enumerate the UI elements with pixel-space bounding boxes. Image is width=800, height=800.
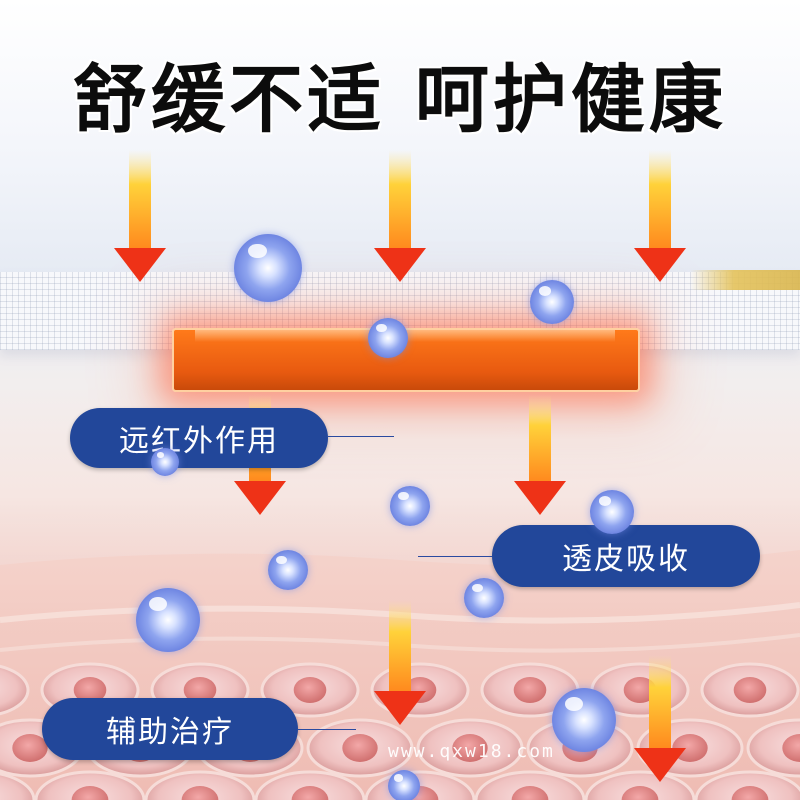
cell-nucleus	[672, 734, 708, 762]
down-arrow-icon	[374, 600, 426, 725]
watermark-text: www.qxw18.com	[388, 741, 555, 762]
skin-cell	[0, 664, 30, 716]
molecule-bubble-icon	[390, 486, 430, 526]
cell-nucleus	[71, 786, 109, 800]
down-arrow-icon	[374, 150, 426, 282]
label-transdermal: 透皮吸收	[492, 525, 760, 587]
molecule-bubble-icon	[268, 550, 308, 590]
skin-cells	[0, 662, 800, 800]
page-title: 舒缓不适 呵护健康	[73, 57, 727, 143]
cell-nucleus	[342, 734, 378, 762]
cell-nucleus	[623, 677, 657, 703]
cell-nucleus	[291, 786, 329, 800]
molecule-bubble-icon	[552, 688, 616, 752]
molecule-bubble-icon	[464, 578, 504, 618]
skin-cell	[746, 718, 800, 778]
leader-transdermal	[418, 556, 492, 557]
cell-nucleus	[181, 786, 219, 800]
cell-nucleus	[733, 677, 767, 703]
down-arrow-icon	[634, 150, 686, 282]
cell-nucleus	[513, 677, 547, 703]
down-arrow-icon	[514, 395, 566, 515]
molecule-bubble-icon	[388, 770, 420, 800]
molecule-bubble-icon	[590, 490, 634, 534]
patch-edge-stripe	[690, 270, 800, 290]
cell-nucleus	[73, 677, 107, 703]
molecule-bubble-icon	[136, 588, 200, 652]
cell-nucleus	[452, 734, 488, 762]
cell-nucleus	[511, 786, 549, 800]
molecule-bubble-icon	[530, 280, 574, 324]
label-far-infrared: 远红外作用	[70, 408, 328, 468]
cell-nucleus	[183, 677, 217, 703]
label-adjuvant: 辅助治疗	[42, 698, 298, 760]
down-arrow-icon	[114, 150, 166, 282]
molecule-bubble-icon	[368, 318, 408, 358]
leader-far-infrared	[328, 436, 394, 437]
label-transdermal-text: 透皮吸收	[562, 542, 690, 577]
skin-cell	[0, 772, 36, 800]
label-far-infrared-text: 远红外作用	[119, 424, 279, 459]
label-adjuvant-text: 辅助治疗	[106, 715, 234, 750]
skin-cell	[694, 770, 800, 800]
molecule-bubble-icon	[151, 448, 179, 476]
leader-adjuvant	[298, 729, 356, 730]
patch-mesh-layer	[0, 272, 800, 350]
down-arrow-icon	[634, 655, 686, 782]
molecule-bubble-icon	[234, 234, 302, 302]
cell-nucleus	[293, 677, 327, 703]
cell-nucleus	[12, 734, 48, 762]
cell-nucleus	[782, 734, 800, 762]
cell-nucleus	[731, 786, 769, 800]
cell-nucleus	[621, 786, 659, 800]
